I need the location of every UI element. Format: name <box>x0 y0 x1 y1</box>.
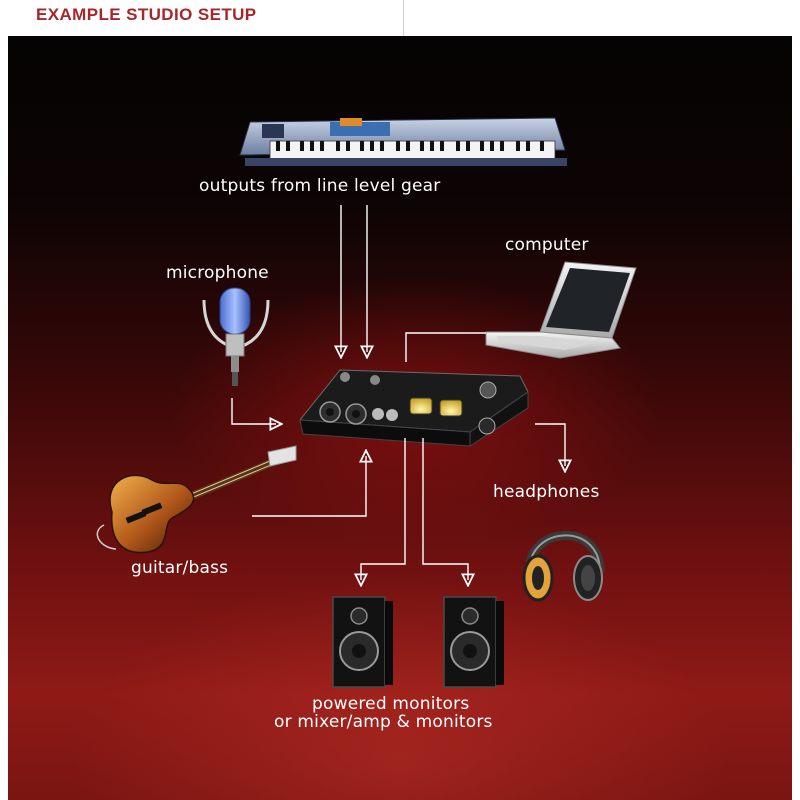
guitar-label: guitar/bass <box>131 558 229 578</box>
microphone-connector <box>231 398 276 424</box>
keyboard-icon <box>239 117 567 166</box>
page-header: EXAMPLE STUDIO SETUP <box>0 0 800 36</box>
line-gear-label: outputs from line level gear <box>199 176 441 196</box>
microphone-icon <box>202 287 270 386</box>
audio-interface-icon <box>299 369 529 447</box>
header-divider <box>403 0 404 36</box>
page-title: EXAMPLE STUDIO SETUP <box>36 5 257 24</box>
monitor-right-connector <box>422 438 468 580</box>
guitar-icon <box>96 445 297 554</box>
monitor-left-connector <box>361 438 406 580</box>
guitar-connector <box>252 456 366 517</box>
headphones-icon <box>522 530 605 602</box>
headphones-label: headphones <box>493 482 600 502</box>
microphone-label: microphone <box>166 263 269 283</box>
computer-label: computer <box>505 235 589 255</box>
laptop-icon <box>485 261 637 359</box>
computer-connector <box>405 332 486 362</box>
monitors-label-line1: powered monitors <box>312 694 470 714</box>
headphones-connector <box>535 423 565 466</box>
speaker-left-icon <box>332 596 393 688</box>
monitors-label-line2: or mixer/amp & monitors <box>274 712 493 732</box>
speaker-right-icon <box>443 596 504 688</box>
